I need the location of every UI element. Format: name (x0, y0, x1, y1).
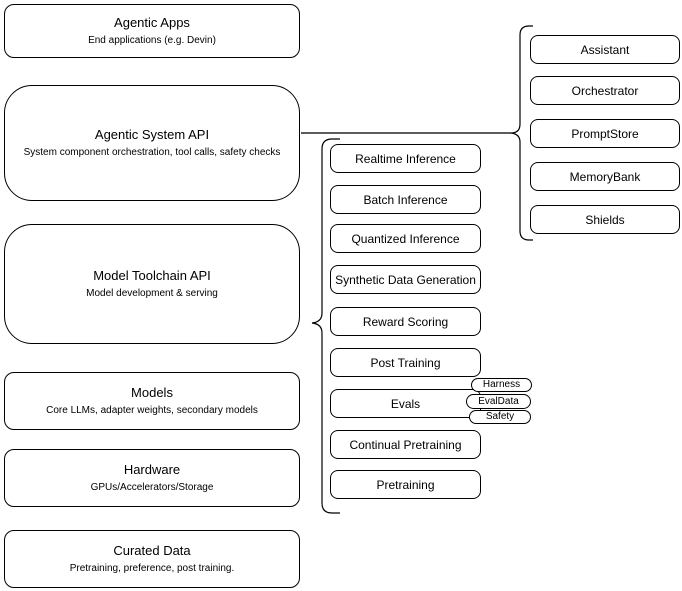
box-model-toolchain-api: Model Toolchain API Model development & … (4, 224, 300, 344)
badge-harness: Harness (471, 378, 532, 392)
badge-label: Harness (482, 379, 521, 390)
badge-label: Safety (485, 411, 515, 422)
box-realtime-inference: Realtime Inference (330, 144, 481, 173)
badge-safety: Safety (469, 410, 531, 424)
box-title: Hardware (123, 461, 181, 477)
box-label: Synthetic Data Generation (335, 272, 476, 287)
box-shields: Shields (530, 205, 680, 234)
box-models: Models Core LLMs, adapter weights, secon… (4, 372, 300, 430)
box-agentic-apps: Agentic Apps End applications (e.g. Devi… (4, 4, 300, 58)
box-title: Model Toolchain API (93, 267, 211, 283)
box-label: Evals (390, 396, 421, 411)
box-batch-inference: Batch Inference (330, 185, 481, 214)
box-agentic-system-api: Agentic System API System component orch… (4, 85, 300, 201)
box-subtitle: System component orchestration, tool cal… (23, 147, 281, 159)
box-continual-pretraining: Continual Pretraining (330, 430, 481, 459)
box-quantized-inference: Quantized Inference (330, 224, 481, 253)
box-label: Realtime Inference (355, 151, 456, 166)
box-label: Reward Scoring (362, 314, 449, 329)
box-promptstore: PromptStore (530, 119, 680, 148)
badge-label: EvalData (478, 395, 519, 407)
box-title: Models (131, 384, 173, 400)
system-services-bracket (510, 25, 533, 241)
box-label: Assistant (580, 42, 630, 57)
toolchain-services-bracket (311, 138, 340, 514)
box-subtitle: End applications (e.g. Devin) (88, 35, 216, 47)
box-title: Agentic System API (94, 126, 210, 142)
box-hardware: Hardware GPUs/Accelerators/Storage (4, 449, 300, 507)
box-curated-data: Curated Data Pretraining, preference, po… (4, 530, 300, 588)
box-label: Continual Pretraining (349, 437, 462, 452)
box-subtitle: Core LLMs, adapter weights, secondary mo… (46, 405, 258, 417)
box-title: Agentic Apps (114, 14, 190, 30)
box-label: Batch Inference (363, 192, 448, 207)
box-label: Quantized Inference (351, 231, 460, 246)
box-title: Curated Data (113, 542, 191, 558)
box-label: Pretraining (376, 477, 435, 492)
box-orchestrator: Orchestrator (530, 76, 680, 105)
box-label: MemoryBank (569, 169, 641, 184)
box-reward-scoring: Reward Scoring (330, 307, 481, 336)
box-label: Shields (585, 212, 625, 227)
box-label: PromptStore (571, 126, 639, 141)
box-label: Orchestrator (571, 83, 639, 98)
box-post-training: Post Training (330, 348, 481, 377)
box-synthetic-data-generation: Synthetic Data Generation (330, 265, 481, 294)
box-pretraining: Pretraining (330, 470, 481, 499)
box-subtitle: Pretraining, preference, post training. (69, 563, 235, 575)
box-subtitle: GPUs/Accelerators/Storage (90, 482, 214, 494)
box-assistant: Assistant (530, 35, 680, 64)
badge-evaldata: EvalData (466, 394, 531, 409)
box-label: Post Training (370, 355, 441, 370)
box-subtitle: Model development & serving (86, 288, 218, 300)
box-evals: Evals (330, 389, 481, 418)
box-memorybank: MemoryBank (530, 162, 680, 191)
